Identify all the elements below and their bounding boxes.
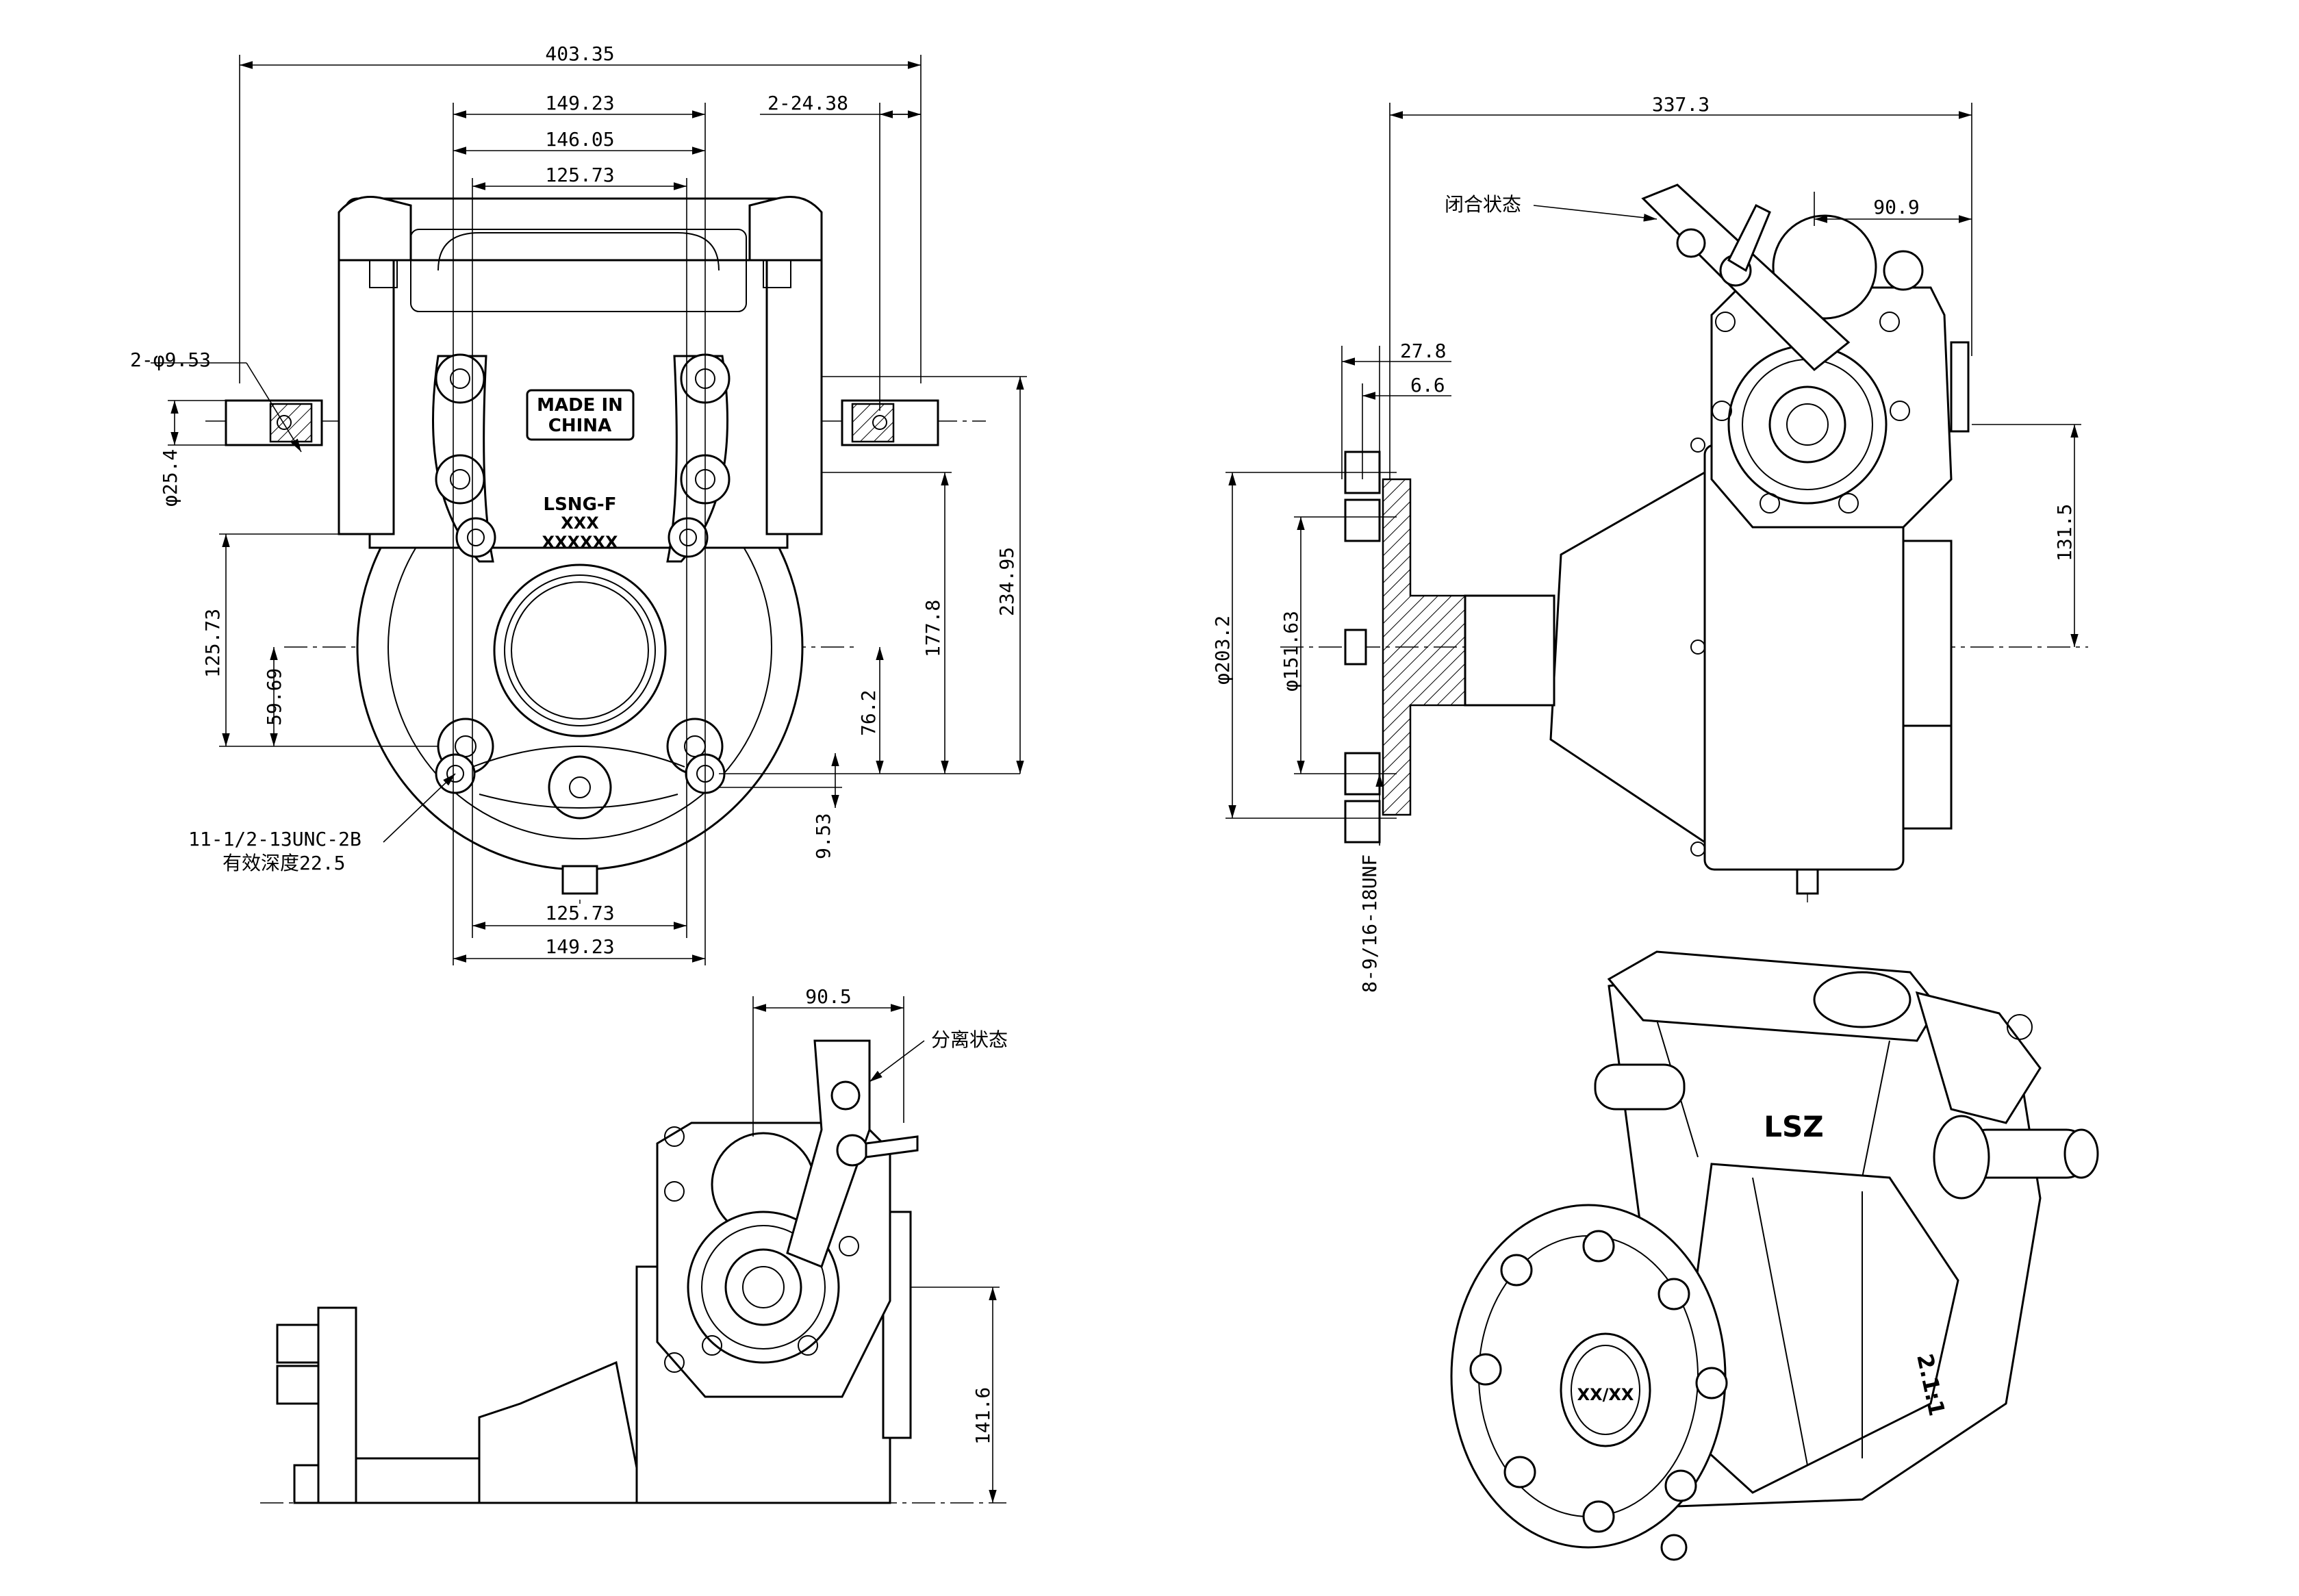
partial-view: 90.5 141.6 分离状态 [260,985,1008,1504]
dim-unf: 8-9/16-18UNF [1358,854,1381,993]
dim-76: 76.2 [857,690,880,736]
dim-90-5: 90.5 [805,985,851,1008]
dim-125-bottom: 125.73 [545,902,614,924]
center-bore-outer [493,563,667,737]
right-bracket [765,245,823,535]
front-view: MADE IN CHINA LSNG-F XXX XXXXXX 403.35 1… [130,42,1027,965]
dim-131: 131.5 [2053,504,2076,561]
side-view: 337.3 90.9 27.8 6.6 φ203.2 φ151.63 131.5 [1211,93,2088,993]
side-cone [1549,470,1706,844]
dim-337: 337.3 [1652,93,1710,116]
dim-149-bottom: 149.23 [545,935,614,958]
dim-234: 234.95 [995,547,1018,616]
dim-6-6: 6.6 [1410,374,1445,396]
iso-flange-bolts [1469,1230,1728,1561]
dim-24: 2-24.38 [767,92,848,114]
plate-line1: MADE IN [537,395,623,416]
code2-label: XXXXXX [542,533,618,552]
thread-note-1: 11-1/2-13UNC-2B [188,828,361,850]
partial-bolts [664,1126,859,1373]
name-plate [526,389,635,441]
dim-27-8: 27.8 [1400,340,1446,362]
open-state-label: 分离状态 [931,1028,1008,1051]
front-dimensions: 403.35 149.23 146.05 125.73 2-24.38 2-φ9… [130,42,1027,965]
dim-203: φ203.2 [1211,616,1234,685]
code1-label: XXX [561,514,599,533]
dim-149-top: 149.23 [545,92,614,114]
dim-90-9: 90.9 [1873,196,1919,218]
dim-25-4: φ25.4 [159,449,181,507]
iso-view: LSZ 2.1:1 XX/XX [1450,950,2099,1561]
dim-151: φ151.63 [1280,611,1302,692]
iso-cap-text: XX/XX [1577,1385,1634,1404]
dim-141: 141.6 [971,1387,994,1445]
iso-brand: LSZ [1764,1110,1823,1143]
dim-146: 146.05 [545,128,614,151]
thread-note-2: 有效深度22.5 [223,852,345,874]
side-bolts [1690,312,1910,857]
dim-125-top: 125.73 [545,164,614,186]
dim-177: 177.8 [922,600,944,657]
model-label: LSNG-F [544,494,617,515]
dim-59: 59.69 [263,668,285,726]
dim-9-53-hole: 2-φ9.53 [130,349,211,371]
dim-403: 403.35 [545,42,614,65]
side-dimensions: 337.3 90.9 27.8 6.6 φ203.2 φ151.63 131.5 [1211,93,2081,993]
closed-state-label: 闭合状态 [1445,193,1521,216]
left-bracket [338,245,395,535]
side-flange [1382,478,1466,816]
dim-9-53: 9.53 [812,813,835,859]
dim-125-left: 125.73 [201,609,224,678]
plate-line2: CHINA [548,416,611,436]
partial-dimensions: 90.5 141.6 分离状态 [752,985,1008,1503]
